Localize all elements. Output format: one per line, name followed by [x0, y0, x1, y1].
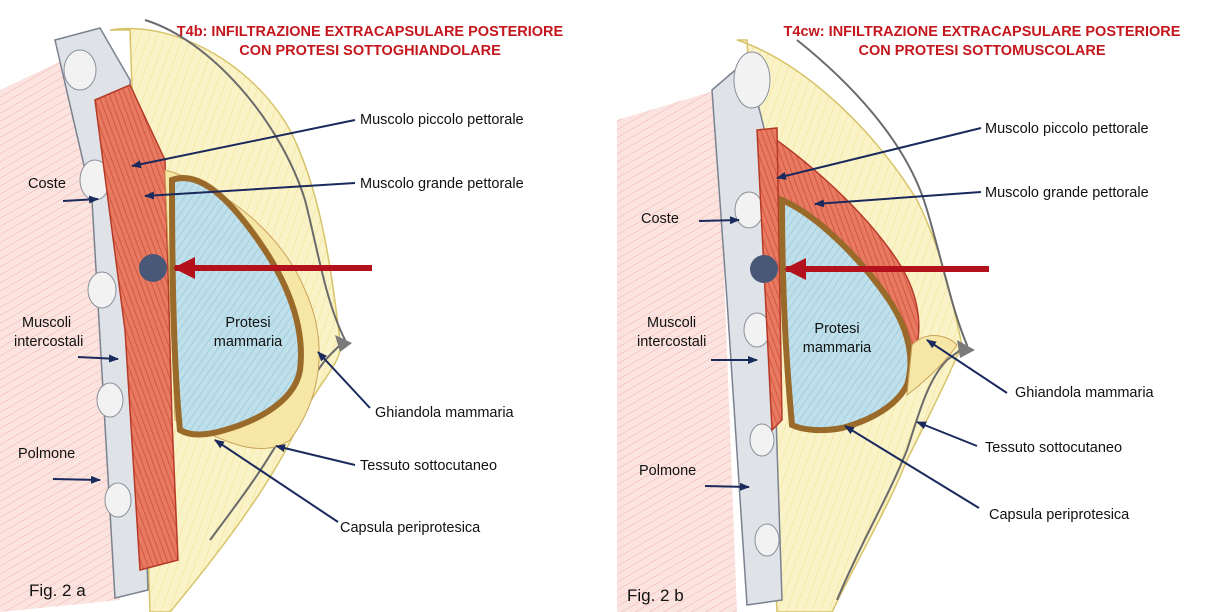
label-muscolo-grande: Muscolo grande pettorale	[985, 184, 1149, 202]
label-mammaria: mammaria	[198, 333, 298, 351]
label-muscolo-piccolo: Muscolo piccolo pettorale	[360, 111, 524, 129]
pointer-ghiandola	[318, 352, 370, 408]
label-coste: Coste	[641, 210, 679, 228]
label-coste: Coste	[28, 175, 66, 193]
panel-b-title-line2: CON PROTESI SOTTOMUSCOLARE	[757, 42, 1207, 61]
label-polmone: Polmone	[639, 462, 696, 480]
panel-b-t4cw: T4cw: INFILTRAZIONE EXTRACAPSULARE POSTE…	[617, 0, 1223, 612]
label-intercostali: intercostali	[637, 333, 706, 351]
panel-a-title: T4b: INFILTRAZIONE EXTRACAPSULARE POSTER…	[150, 23, 590, 61]
label-ghiandola-mammaria: Ghiandola mammaria	[1015, 384, 1154, 402]
tumor-icon	[139, 254, 167, 282]
panel-b-title-line1: T4cw: INFILTRAZIONE EXTRACAPSULARE POSTE…	[757, 23, 1207, 42]
label-muscoli: Muscoli	[647, 314, 696, 332]
label-muscoli: Muscoli	[22, 314, 71, 332]
label-tessuto-sottocutaneo: Tessuto sottocutaneo	[360, 457, 497, 475]
label-capsula-periprotesica: Capsula periprotesica	[340, 519, 480, 537]
pointer-polmone	[705, 486, 749, 487]
label-intercostali: intercostali	[14, 333, 83, 351]
anatomy-illustration-a	[0, 0, 606, 612]
anatomy-illustration-b	[617, 0, 1223, 612]
pointer-tessuto	[276, 446, 355, 465]
tumor-icon	[750, 255, 778, 283]
panel-a-t4b: T4b: INFILTRAZIONE EXTRACAPSULARE POSTER…	[0, 0, 606, 612]
panel-b-title: T4cw: INFILTRAZIONE EXTRACAPSULARE POSTE…	[757, 23, 1207, 61]
label-tessuto-sottocutaneo: Tessuto sottocutaneo	[985, 439, 1122, 457]
label-ghiandola-mammaria: Ghiandola mammaria	[375, 404, 514, 422]
pointer-tessuto	[917, 422, 977, 446]
figure-label-a: Fig. 2 a	[29, 581, 86, 601]
label-protesi: Protesi	[787, 320, 887, 338]
label-polmone: Polmone	[18, 445, 75, 463]
label-mammaria: mammaria	[787, 339, 887, 357]
figure-label-b: Fig. 2 b	[627, 586, 684, 606]
label-muscolo-grande: Muscolo grande pettorale	[360, 175, 524, 193]
panel-a-title-line1: T4b: INFILTRAZIONE EXTRACAPSULARE POSTER…	[150, 23, 590, 42]
label-muscolo-piccolo: Muscolo piccolo pettorale	[985, 120, 1149, 138]
panel-a-title-line2: CON PROTESI SOTTOGHIANDOLARE	[150, 42, 590, 61]
pointer-coste	[699, 220, 739, 221]
pointer-polmone	[53, 479, 100, 480]
label-capsula-periprotesica: Capsula periprotesica	[989, 506, 1129, 524]
label-protesi: Protesi	[198, 314, 298, 332]
